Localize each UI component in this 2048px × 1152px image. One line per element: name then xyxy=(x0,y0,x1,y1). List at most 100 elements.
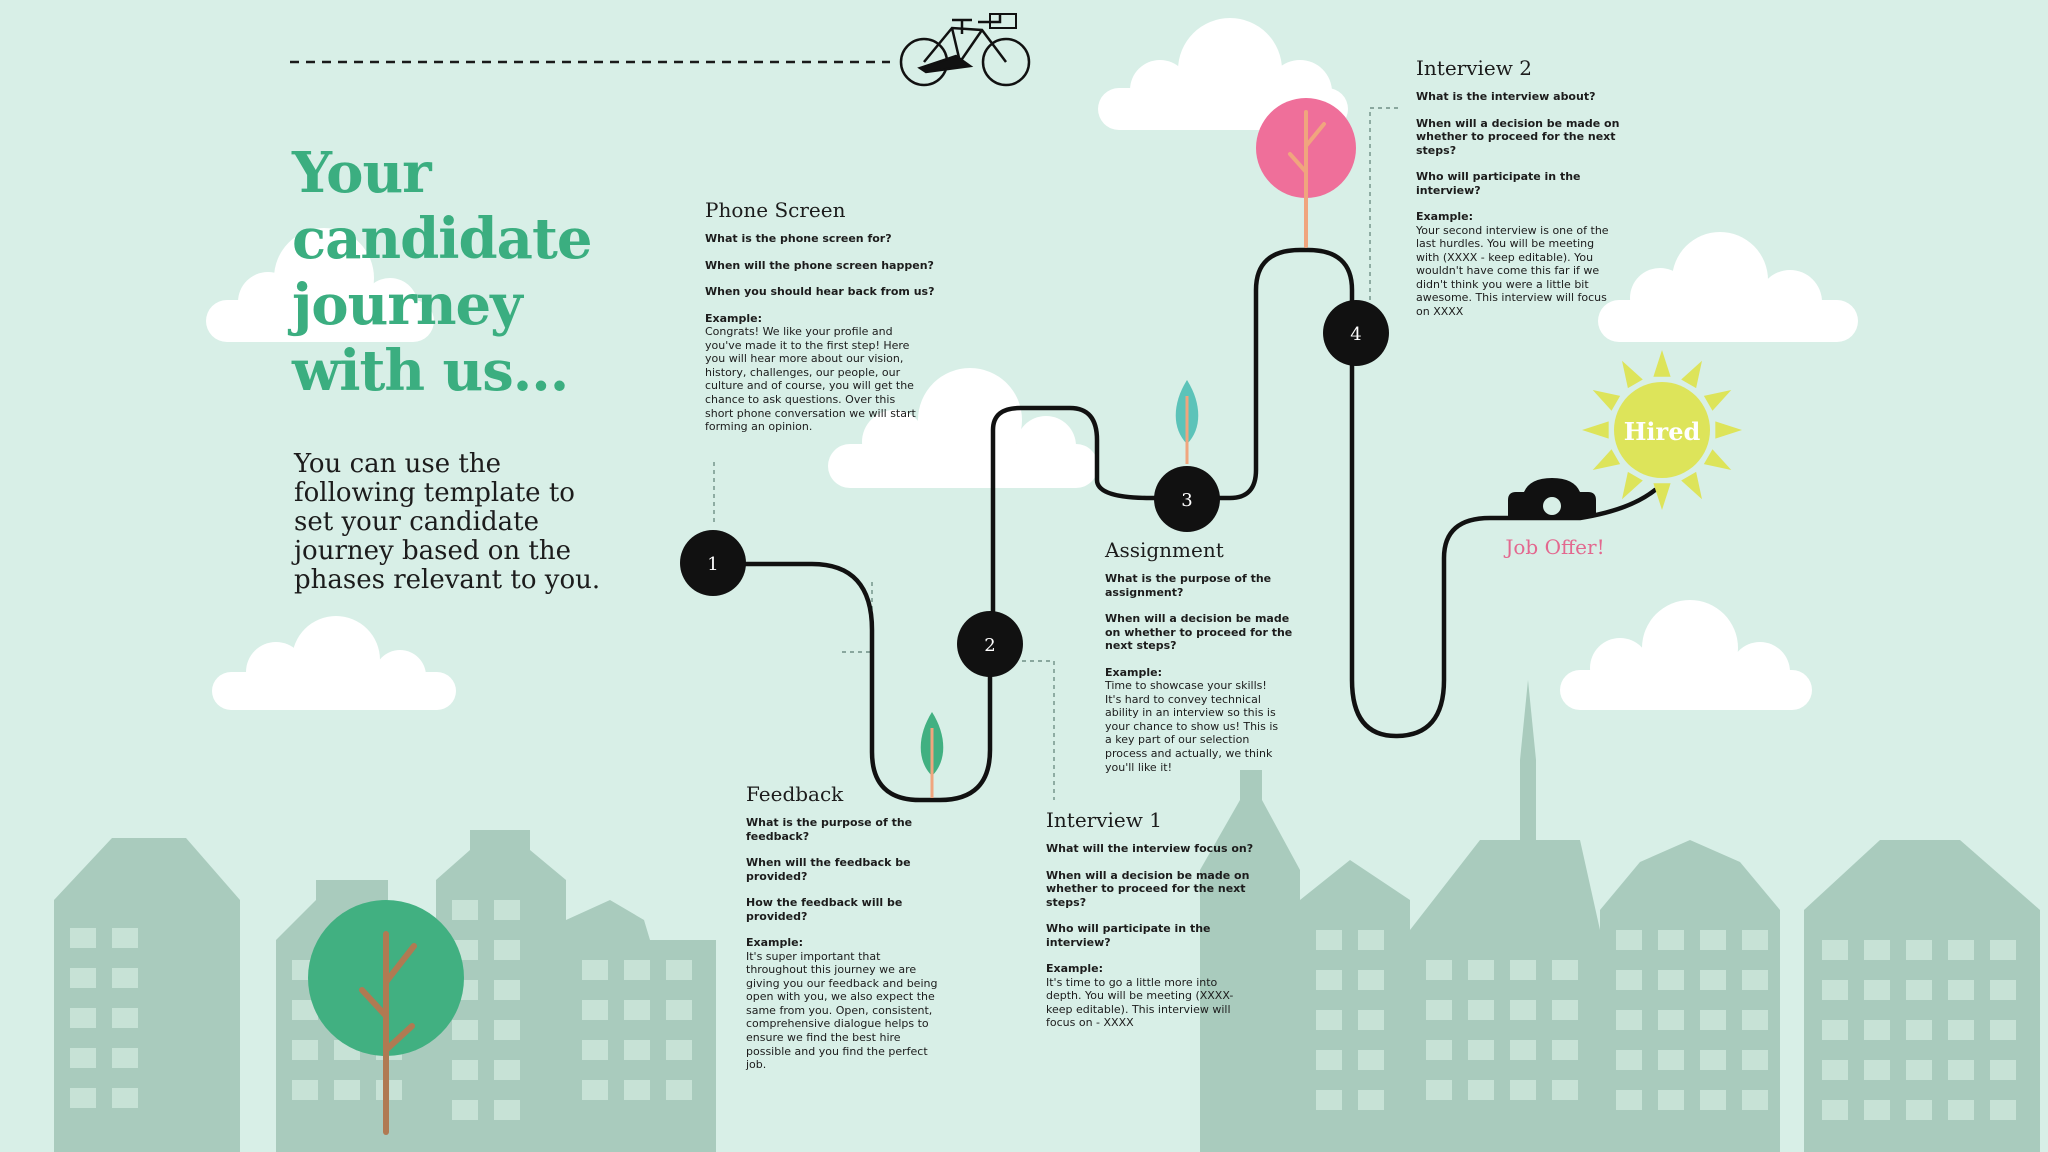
window xyxy=(1700,930,1726,950)
window xyxy=(70,1048,96,1068)
tree-icon xyxy=(1256,98,1356,248)
window xyxy=(1426,960,1452,980)
example-line: you've made it to the first step! Here xyxy=(705,338,910,352)
window xyxy=(1906,1100,1932,1120)
journey-road xyxy=(709,247,1658,803)
window xyxy=(1948,940,1974,960)
phase-title: Interview 1 xyxy=(1046,808,1162,832)
window xyxy=(1742,970,1768,990)
example-line: depth. You will be meeting (XXXX- xyxy=(1046,989,1234,1003)
stage-marker-4: 4 xyxy=(1323,300,1389,366)
window xyxy=(1616,1090,1642,1110)
phase-question: What will the interview focus on? xyxy=(1046,842,1254,855)
stage-number: 2 xyxy=(984,635,995,656)
example-line: keep editable). This interview will xyxy=(1046,1002,1231,1016)
cloud-icon xyxy=(828,368,1098,488)
window xyxy=(1616,1050,1642,1070)
window xyxy=(1426,1040,1452,1060)
window xyxy=(1742,1050,1768,1070)
window xyxy=(1658,1090,1684,1110)
window xyxy=(624,1040,650,1060)
sun-ray xyxy=(1592,390,1621,411)
example-line: Time to showcase your skills! xyxy=(1105,679,1267,692)
window xyxy=(1358,930,1384,950)
window xyxy=(1552,1080,1578,1100)
window xyxy=(666,960,692,980)
sun-ray xyxy=(1703,390,1732,411)
example-line: a key part of our selection xyxy=(1105,733,1250,747)
example-line: ability in an interview so this is xyxy=(1105,706,1276,720)
sun-ray xyxy=(1715,421,1742,439)
window xyxy=(112,928,138,948)
example-label: Example: xyxy=(1105,665,1162,679)
window xyxy=(1864,980,1890,1000)
example-line: last hurdles. You will be meeting xyxy=(1416,237,1595,251)
stage-number: 1 xyxy=(707,554,718,575)
example-line: job. xyxy=(746,1058,767,1072)
window xyxy=(1700,1050,1726,1070)
sun-ray xyxy=(1681,471,1702,500)
window xyxy=(1658,970,1684,990)
window xyxy=(494,1020,520,1040)
building-icon xyxy=(1200,770,1300,1152)
window xyxy=(1990,1100,2016,1120)
window xyxy=(1468,1040,1494,1060)
stage-marker-3: 3 xyxy=(1154,466,1220,532)
window xyxy=(582,1080,608,1100)
window xyxy=(1510,1040,1536,1060)
example-line: didn't think you were a little bit xyxy=(1416,277,1589,291)
window xyxy=(112,1008,138,1028)
window xyxy=(1316,1050,1342,1070)
cloud-icon xyxy=(1598,232,1858,342)
window xyxy=(292,1080,318,1100)
window xyxy=(1948,980,1974,1000)
window xyxy=(112,1048,138,1068)
example-line: wouldn't have come this far if we xyxy=(1416,264,1600,278)
window xyxy=(1864,1100,1890,1120)
example-label: Example: xyxy=(1416,210,1473,223)
window xyxy=(1616,970,1642,990)
example-line: you'll like it! xyxy=(1105,760,1172,774)
window xyxy=(1658,930,1684,950)
window xyxy=(1316,1090,1342,1110)
headline: Your candidate journey with us... xyxy=(292,140,652,404)
window xyxy=(494,900,520,920)
building-icon xyxy=(54,838,240,1152)
sun-ray xyxy=(1622,360,1643,389)
phase-interview-1: Interview 1 What will the interview focus… xyxy=(1046,808,1266,1030)
window xyxy=(1864,1060,1890,1080)
window xyxy=(1990,940,2016,960)
window xyxy=(1658,1010,1684,1030)
window xyxy=(1822,1020,1848,1040)
example-line: throughout this journey we are xyxy=(746,963,917,977)
sun-ray xyxy=(1653,350,1671,377)
sun-ray xyxy=(1653,483,1671,510)
window xyxy=(1468,960,1494,980)
window xyxy=(1552,960,1578,980)
example-line: It's super important that xyxy=(746,949,881,963)
window xyxy=(1358,1050,1384,1070)
window xyxy=(1864,1020,1890,1040)
example-line: on XXXX xyxy=(1416,305,1464,319)
window xyxy=(70,1088,96,1108)
sun-ray xyxy=(1592,449,1621,470)
bicycle-icon xyxy=(899,13,1031,87)
intro-line: set your candidate xyxy=(294,507,539,537)
example-line: short phone conversation we will start xyxy=(705,406,916,420)
window xyxy=(1658,1050,1684,1070)
clouds xyxy=(206,18,1858,710)
intro-line: following template to xyxy=(294,478,575,508)
window xyxy=(494,1100,520,1120)
window xyxy=(666,1000,692,1020)
headline-line: with us... xyxy=(292,338,569,404)
window xyxy=(1316,970,1342,990)
window xyxy=(1990,1020,2016,1040)
window xyxy=(1864,940,1890,960)
window xyxy=(1552,1040,1578,1060)
job-offer-label: Job Offer! xyxy=(1503,535,1604,559)
